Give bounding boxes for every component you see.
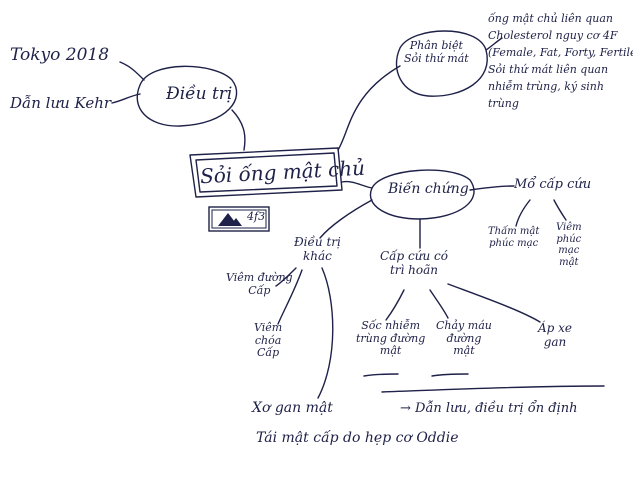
central-box-outline-inner <box>195 152 338 193</box>
connector-emergency-thammat <box>515 199 531 227</box>
complications-node-label: Biến chứng <box>388 181 469 197</box>
connector-intervention-septic <box>385 289 405 321</box>
risk-notes: ống mật chủ liên quan Cholesterol nguy c… <box>488 12 633 111</box>
treatment-node-outline <box>136 65 238 127</box>
post-op-note: Xơ gan mật <box>252 400 333 416</box>
septic-underline <box>363 373 399 377</box>
classification-node-label: Phân biệt Sỏi thứ mát <box>404 39 469 65</box>
biliary-peritonitis-label: Thấm mật phúc mạc <box>488 226 540 249</box>
treatment-node-label: Điều trị <box>166 84 233 104</box>
central-box-outline <box>189 147 343 198</box>
hemobilia-underline <box>431 373 469 377</box>
elective-label: Điều trị khác <box>294 235 341 263</box>
connector-intervention-hemobilia <box>429 289 449 319</box>
bile-peritonitis-label: Viêm phúc mạc mật <box>556 222 582 268</box>
connector-elective-cholangitis <box>275 267 297 287</box>
connector-treatment-central <box>231 109 246 151</box>
connector-classification-notes <box>485 37 503 51</box>
complications-node-outline <box>369 169 475 220</box>
drainage-underline <box>381 385 605 393</box>
pancreatitis-label: Viêm chóa Cấp <box>254 321 283 360</box>
connector-complications-elective <box>319 199 373 239</box>
mountain-stamp-icon <box>208 206 270 232</box>
connector-central-classification <box>337 65 401 151</box>
connector-central-complications <box>341 180 373 189</box>
connector-intervention-abscess <box>447 283 541 323</box>
intervention-label: Cấp cứu có trì hoãn <box>380 249 448 277</box>
connector-elective-pancreatitis <box>277 269 303 325</box>
connector-complications-emergency <box>469 185 515 191</box>
recurrence-note: Tái mật cấp do hẹp cơ Oddie <box>256 430 459 446</box>
connector-guideline-treatment <box>111 93 141 104</box>
cholangitis-label: Viêm đường Cấp <box>226 271 293 297</box>
hemobilia-label: Chảy máu đường mật <box>436 319 492 358</box>
emergency-label: Mổ cấp cứu <box>514 177 592 192</box>
stamp-label: 4f3 <box>247 210 266 223</box>
connector-year-treatment <box>119 61 145 81</box>
drainage-note: → Dẫn lưu, điều trị ổn định <box>400 401 578 416</box>
septic-shock-label: Sốc nhiễm trùng đường mật <box>356 319 426 358</box>
connector-emergency-viemphuc <box>553 199 567 221</box>
liver-abscess-label: Áp xe gan <box>538 321 573 349</box>
guideline-note: Dẫn lưu Kehr <box>10 94 112 112</box>
classification-node-outline <box>395 30 488 97</box>
year-note: Tokyo 2018 <box>10 45 110 65</box>
connector-elective-postop <box>317 267 334 399</box>
